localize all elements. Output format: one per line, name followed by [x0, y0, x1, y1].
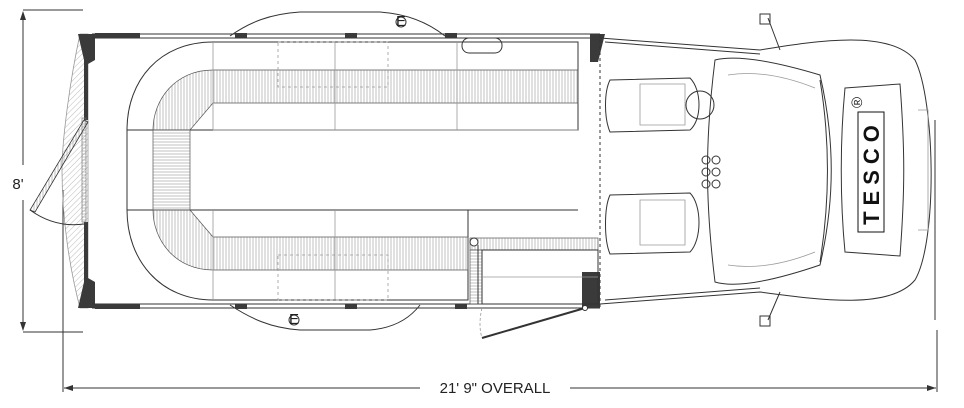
svg-text:®: ® [849, 97, 866, 108]
rear-bumper [61, 33, 89, 309]
tesco-logo: TESCO ® [849, 97, 885, 233]
width-label: 8' [12, 176, 23, 193]
length-label: 21' 9" OVERALL [440, 380, 551, 397]
rear-door-open [29, 119, 89, 213]
hood-panel [840, 83, 905, 257]
rear-wall-top [78, 34, 95, 120]
top-slideout [229, 11, 446, 37]
svg-text:E: E [289, 311, 299, 328]
rear-wall-bottom [78, 222, 95, 308]
driver-seat [605, 77, 715, 133]
body-walls [92, 33, 605, 309]
dash-controls [701, 155, 721, 189]
bottom-slideout [229, 304, 421, 331]
bottom-e-marker: E [288, 311, 300, 328]
width-dimension [20, 9, 83, 333]
lounge-seating [126, 37, 579, 301]
windshield [707, 57, 832, 285]
top-e-marker: E [395, 13, 407, 30]
passenger-seat [605, 192, 700, 255]
entry-door-open [481, 307, 586, 339]
svg-text:E: E [396, 13, 406, 30]
svg-text:TESCO: TESCO [859, 119, 884, 225]
cab [599, 13, 936, 327]
entry-stairs [469, 237, 599, 339]
